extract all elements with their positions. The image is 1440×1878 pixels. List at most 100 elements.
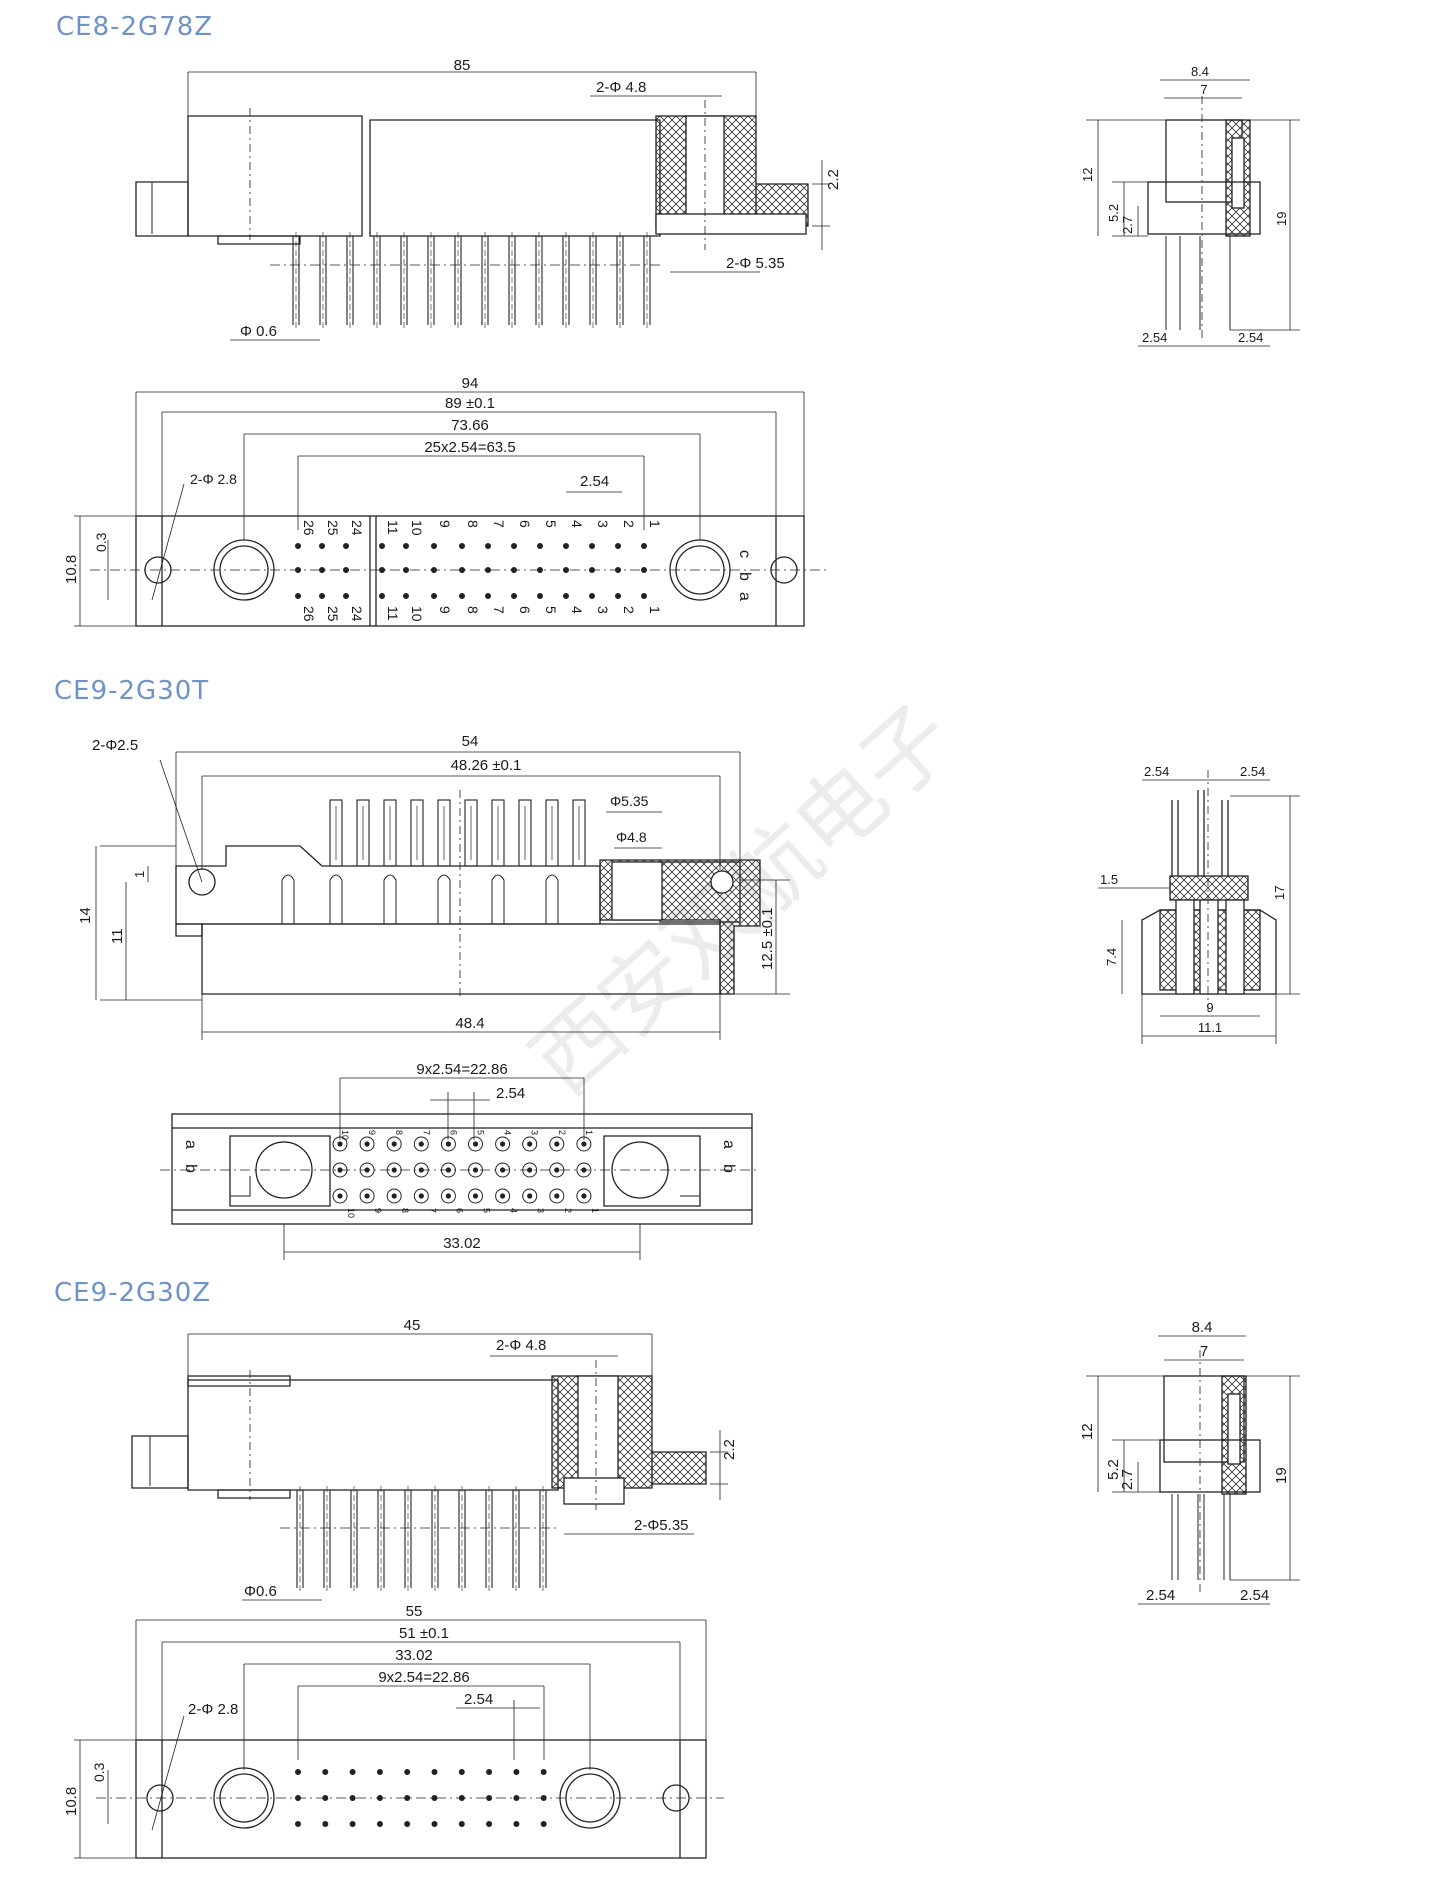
pin-number-bottom: 7 [491,606,507,614]
pin-ring [386,1136,402,1152]
pin-number-bottom: 3 [595,606,611,614]
ce9z-dim-2286: 9x2.54=22.86 [378,1669,469,1686]
ce8-end-dim-254b: 2.54 [1238,330,1263,345]
ce8-dim-28: 2-Φ 2.8 [190,471,237,487]
ce9t-end-dim-254a: 2.54 [1144,764,1169,779]
pin-dot [418,1167,424,1173]
ce9z-end-dim-27: 2.7 [1119,1469,1136,1490]
pin-dot [379,593,385,599]
pin-dot [349,1795,356,1801]
pin-dot [485,543,491,549]
ce9t-side-pins [281,799,586,924]
pin-dot [322,1795,329,1801]
ce9z-front-view [74,1619,724,1859]
ce9z-end-dim-84: 8.4 [1192,1319,1213,1336]
pin-dot [500,1193,506,1199]
pin-number: 6 [448,1130,458,1135]
pin-dot [431,543,437,549]
pin-number: 1 [590,1208,600,1213]
pin-body [383,799,397,867]
pin-dot [615,543,621,549]
ce9t-right-row-a: a [720,1140,737,1149]
pin-dot [589,593,595,599]
pin-dot [376,1795,383,1801]
ce9z-end-dim-254a: 2.54 [1146,1587,1175,1604]
pin-number-bottom: 6 [517,606,533,614]
pin-dot [641,593,647,599]
pin-ring [413,1136,429,1152]
pin-dot [641,543,647,549]
pin-body [518,799,532,867]
pin-dot [527,1193,533,1199]
pin-ring [468,1162,483,1178]
pin-number-top: 7 [491,520,507,528]
pin-dot [500,1167,506,1173]
ce9t-dim-484: 48.4 [455,1015,484,1032]
pin-dot [337,1167,343,1173]
pin-number-bottom: 10 [409,606,425,622]
ce9t-dim-254: 2.54 [496,1085,525,1102]
ce9z-dim-535: 2-Φ5.35 [634,1517,689,1534]
ce8-front-view [74,391,830,627]
pin-dot [431,1769,438,1775]
ce9t-front-view [160,1077,760,1260]
ce9z-side-pins [296,1486,547,1592]
pin-number-bottom: 26 [301,606,317,622]
pin-body [410,799,424,867]
pin-dot [459,593,465,599]
pin-number-bottom: 1 [647,606,663,614]
pin-ring [413,1188,429,1204]
pin-number: 3 [530,1130,540,1135]
pin-ring [440,1188,456,1204]
pin-dot [445,1193,451,1199]
ce9z-end-dim-7: 7 [1200,1343,1208,1360]
pin-number-bottom: 5 [543,606,559,614]
pin-tail [383,874,397,924]
pin-dot [472,1167,479,1173]
pin-dot [485,593,491,599]
pin-dot [376,1769,383,1775]
ce8-end-dim-52: 5.2 [1106,204,1121,222]
ce9t-side-view [95,751,790,1040]
pin-ring [549,1136,565,1152]
ce8-row-c: c [736,550,753,558]
ce9z-dim-22: 2.2 [721,1439,738,1460]
pin-dot [554,1167,560,1173]
ce8-side-view [135,71,830,341]
pin-dot [418,1193,424,1199]
pin-dot [295,1795,301,1801]
ce8-dim-73: 73.66 [451,417,489,434]
pin-dot [589,567,595,573]
pin-number-bottom: 8 [465,606,481,614]
pin-dot [563,593,569,599]
pin-dot [554,1193,560,1199]
pin-number: 5 [476,1130,486,1135]
ce9z-dim-48: 2-Φ 4.8 [496,1337,546,1354]
ce8-row-b: b [736,572,753,581]
ce8-row-a: a [736,592,753,601]
pin-number-top: 2 [621,520,637,528]
pin-number-top: 24 [349,520,365,536]
pin-dot [404,1821,411,1827]
ce8-side-pins [292,232,651,330]
pin-number-top: 26 [301,520,317,536]
pin-dot [295,593,301,599]
pin-number-top: 5 [543,520,559,528]
ce9z-end-view [1086,1335,1300,1605]
pin-tail [545,874,559,924]
ce9z-side-view [131,1333,728,1601]
pin-number-top: 25 [325,520,341,536]
ce9t-dim-25: 2-Φ2.5 [92,737,138,754]
pin-dot [472,1141,479,1147]
pin-ring [332,1162,348,1178]
pin-dot [319,593,325,599]
pin-dot [295,1769,301,1775]
pin-dot [458,1795,465,1801]
pin-dot [540,1821,547,1827]
pin-dot [459,567,465,573]
pin-number: 5 [482,1208,492,1213]
ce9z-end-dim-52: 5.2 [1105,1459,1122,1480]
pin-ring [495,1188,511,1204]
